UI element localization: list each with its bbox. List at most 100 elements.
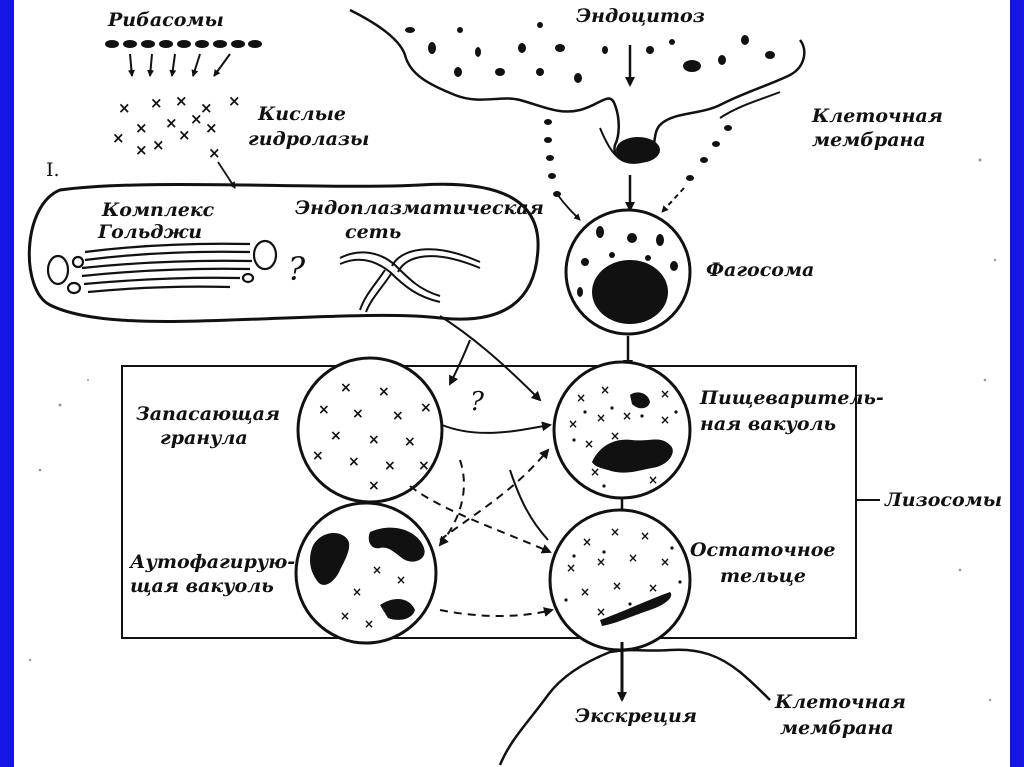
- svg-text:×: ×: [582, 535, 592, 549]
- svg-text:×: ×: [568, 417, 578, 431]
- svg-text:×: ×: [368, 478, 380, 494]
- label-cell-membrane-bottom-2: мембрана: [780, 717, 894, 739]
- svg-text:×: ×: [600, 383, 610, 397]
- svg-text:×: ×: [610, 525, 620, 539]
- svg-text:×: ×: [318, 402, 330, 418]
- pathway-arrows: [409, 315, 554, 617]
- svg-text:×: ×: [576, 391, 586, 405]
- svg-text:×: ×: [396, 573, 406, 587]
- label-excretion: Экскреция: [575, 705, 697, 727]
- label-digestive-vacuole-2: ная вакуоль: [700, 413, 836, 435]
- label-autophagic-vacuole-1: Аутофагирую-: [128, 551, 295, 573]
- svg-text:×: ×: [628, 551, 638, 565]
- svg-text:×: ×: [584, 437, 594, 451]
- hydrolase-crosses: ××× ×× ××× ××× ×××: [112, 92, 241, 162]
- label-storage-granule-1: Запасающая: [136, 403, 280, 425]
- svg-text:×: ×: [590, 465, 600, 479]
- label-endocytosis: Эндоцитоз: [576, 5, 705, 27]
- svg-text:×: ×: [112, 129, 125, 147]
- label-lysosomes: Лизосомы: [884, 489, 1002, 511]
- label-storage-granule-2: гранула: [160, 427, 248, 449]
- svg-text:×: ×: [404, 434, 416, 450]
- endocytic-particles: [405, 22, 775, 83]
- ribosome-arrows: [127, 53, 231, 77]
- endoplasmic-reticulum: [339, 248, 481, 313]
- vesicle-path-left: [544, 119, 561, 197]
- svg-text:×: ×: [352, 406, 364, 422]
- svg-text:×: ×: [208, 144, 221, 162]
- svg-text:×: ×: [660, 555, 670, 569]
- left-border: [0, 0, 14, 767]
- label-autophagic-vacuole-2: щая вакуоль: [130, 575, 274, 597]
- svg-text:×: ×: [118, 99, 131, 117]
- golgi-stack: [46, 239, 278, 295]
- label-phagosome: Фагосома: [706, 259, 814, 281]
- svg-text:×: ×: [135, 141, 148, 159]
- svg-text:×: ×: [368, 432, 380, 448]
- right-border: [1010, 0, 1024, 767]
- lysosome-box: [121, 365, 857, 639]
- svg-text:×: ×: [205, 119, 218, 137]
- svg-text:×: ×: [228, 92, 241, 110]
- svg-text:×: ×: [364, 617, 374, 631]
- question-mark-er: ?: [288, 250, 306, 288]
- label-ribosomes: Рибасомы: [107, 9, 224, 31]
- svg-text:×: ×: [348, 454, 360, 470]
- svg-text:×: ×: [190, 110, 203, 128]
- label-golgi-1: Комплекс: [101, 199, 215, 221]
- cell-membrane-inner: [599, 91, 781, 161]
- label-golgi-2: Гольджи: [97, 221, 202, 243]
- cell-membrane-top: [349, 8, 806, 164]
- label-cell-membrane-top-1: Клеточная: [811, 105, 943, 127]
- svg-text:×: ×: [648, 581, 658, 595]
- svg-text:×: ×: [640, 529, 650, 543]
- svg-text:×: ×: [648, 473, 658, 487]
- endocytic-vacuole: [616, 137, 660, 163]
- label-cell-membrane-top-2: мембрана: [812, 129, 926, 151]
- svg-text:×: ×: [135, 119, 148, 137]
- svg-text:×: ×: [596, 605, 606, 619]
- label-er-2: сеть: [345, 221, 401, 243]
- vesicle-path-right: [686, 125, 732, 181]
- svg-text:×: ×: [660, 387, 670, 401]
- svg-text:×: ×: [165, 114, 178, 132]
- svg-text:×: ×: [340, 380, 352, 396]
- label-acid-hydrolases-1: Кислые: [257, 103, 346, 125]
- svg-text:×: ×: [610, 429, 620, 443]
- svg-text:×: ×: [340, 609, 350, 623]
- label-acid-hydrolases-2: гидролазы: [248, 128, 369, 150]
- svg-text:×: ×: [175, 92, 188, 110]
- svg-text:×: ×: [622, 409, 632, 423]
- svg-text:×: ×: [312, 448, 324, 464]
- label-digestive-vacuole-1: Пищеваритель-: [699, 387, 884, 409]
- svg-text:×: ×: [418, 458, 430, 474]
- svg-text:×: ×: [150, 94, 163, 112]
- svg-text:×: ×: [596, 555, 606, 569]
- cell-membrane-bottom: [498, 648, 771, 766]
- label-er-1: Эндоплазматическая: [295, 197, 544, 219]
- golgi-er-compartment: [27, 182, 540, 323]
- svg-text:×: ×: [566, 561, 576, 575]
- svg-text:×: ×: [384, 458, 396, 474]
- label-cell-membrane-bottom-1: Клеточная: [774, 691, 906, 713]
- svg-text:×: ×: [352, 585, 362, 599]
- svg-text:×: ×: [372, 563, 382, 577]
- svg-text:×: ×: [378, 384, 390, 400]
- svg-text:×: ×: [200, 99, 213, 117]
- svg-text:×: ×: [152, 136, 165, 154]
- svg-text:×: ×: [660, 413, 670, 427]
- svg-text:×: ×: [420, 400, 432, 416]
- svg-text:×: ×: [330, 428, 342, 444]
- ribosome-row: [105, 40, 262, 48]
- svg-text:×: ×: [392, 408, 404, 424]
- svg-text:×: ×: [612, 579, 622, 593]
- svg-text:×: ×: [580, 585, 590, 599]
- svg-text:×: ×: [178, 126, 191, 144]
- question-mark-box: ?: [470, 387, 485, 417]
- svg-text:×: ×: [596, 411, 606, 425]
- label-residual-body-1: Остаточное: [690, 539, 836, 561]
- panel-mark: I.: [46, 159, 60, 181]
- label-residual-body-2: тельце: [720, 565, 806, 587]
